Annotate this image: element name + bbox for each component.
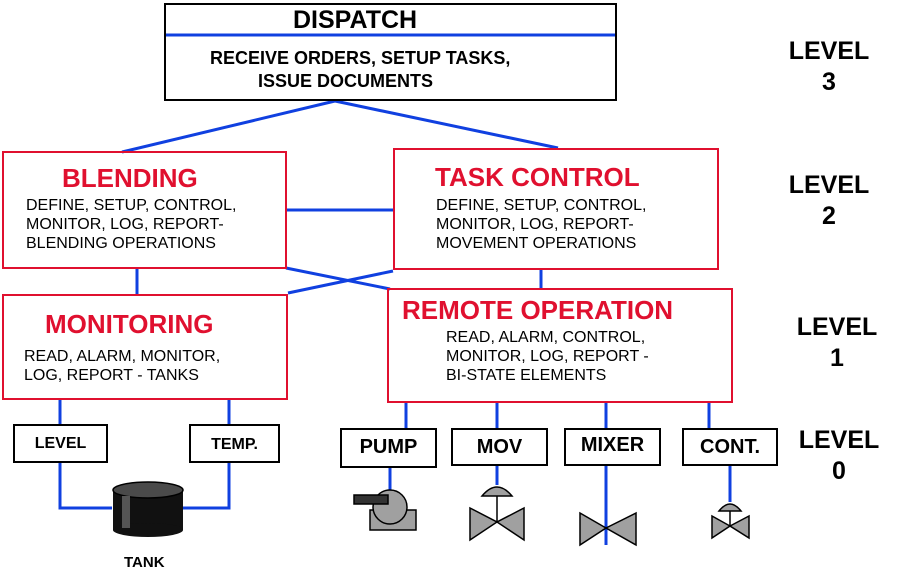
level-sensor-box: LEVEL <box>13 424 108 463</box>
link-temp-tank <box>183 461 231 510</box>
dispatch-box <box>164 3 617 101</box>
tank-label: TANK <box>124 554 165 571</box>
monitoring-box <box>2 294 288 400</box>
mov-valve-icon <box>469 486 525 542</box>
task-control-box <box>393 148 719 270</box>
level-3-label: LEVEL 3 <box>788 37 870 96</box>
blending-box <box>2 151 287 269</box>
remote-operation-description: READ, ALARM, CONTROL, MONITOR, LOG, REPO… <box>446 329 649 384</box>
blending-description: DEFINE, SETUP, CONTROL, MONITOR, LOG, RE… <box>26 197 237 252</box>
link-dispatch-blending <box>121 99 336 154</box>
mixer-box: MIXER <box>564 428 661 466</box>
task-control-title: TASK CONTROL <box>435 162 640 192</box>
temp-sensor-box: TEMP. <box>189 424 280 463</box>
remote-operation-box <box>387 288 733 403</box>
remote-operation-title: REMOTE OPERATION <box>402 295 674 325</box>
tank-icon <box>112 481 184 537</box>
dispatch-title: DISPATCH <box>293 6 418 34</box>
mixer-valve-icon <box>579 511 637 547</box>
pump-box: PUMP <box>340 428 437 468</box>
monitoring-description: READ, ALARM, MONITOR, LOG, REPORT - TANK… <box>24 348 221 384</box>
task-control-description: DEFINE, SETUP, CONTROL, MONITOR, LOG, RE… <box>436 197 647 252</box>
level-1-label: LEVEL 1 <box>796 313 878 372</box>
link-dispatch-task-control <box>334 99 559 150</box>
link-task-control-monitoring <box>287 269 394 295</box>
mov-box: MOV <box>451 428 548 466</box>
level-0-label: LEVEL 0 <box>798 426 880 485</box>
dispatch-description: RECEIVE ORDERS, SETUP TASKS, ISSUE DOCUM… <box>210 48 511 91</box>
pump-icon <box>353 489 417 531</box>
monitoring-title: MONITORING <box>45 309 214 339</box>
link-blending-remote <box>285 266 391 291</box>
link-level-tank <box>58 463 112 510</box>
cont-box: CONT. <box>682 428 778 466</box>
blending-title: BLENDING <box>62 163 198 193</box>
control-valve-icon <box>711 503 750 540</box>
level-2-label: LEVEL 2 <box>788 171 870 230</box>
